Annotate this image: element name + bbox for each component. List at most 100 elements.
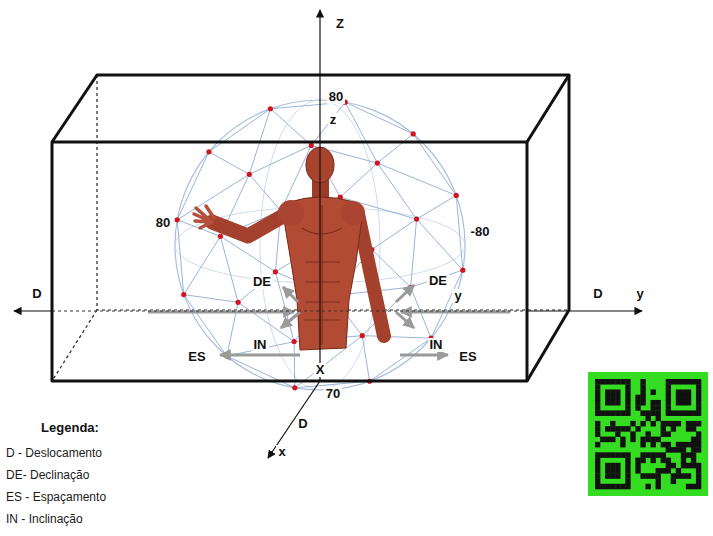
qr-module (681, 447, 686, 453)
qr-module (595, 442, 600, 448)
qr-module (625, 458, 630, 464)
qr-module (640, 473, 645, 479)
box-hidden-edge (52, 310, 97, 381)
qr-module (595, 405, 600, 411)
qr-module (666, 421, 671, 427)
qr-module (656, 437, 661, 443)
movement-arrow (281, 312, 300, 328)
legend-entry: D - Deslocamento (4, 446, 104, 460)
qr-module (681, 473, 686, 479)
y-axis (14, 310, 52, 311)
qr-module (605, 389, 610, 395)
qr-module (640, 421, 645, 427)
qr-module (696, 437, 701, 443)
mesh-marker (375, 160, 380, 165)
dimension-value: -80 (469, 225, 492, 240)
qr-module (676, 468, 681, 474)
legend-entry: ES - Espaçamento (4, 490, 108, 504)
qr-module (666, 442, 671, 448)
qr-module (615, 389, 620, 395)
qr-module (661, 458, 666, 464)
qr-module (605, 400, 610, 406)
qr-module (666, 400, 671, 406)
qr-module (610, 400, 615, 406)
qr-module (691, 484, 696, 490)
axis-name: y (634, 287, 645, 302)
qr-module (696, 473, 701, 479)
qr-module (600, 437, 605, 443)
z-axis (319, 10, 320, 381)
qr-module (661, 421, 666, 427)
axis-name: z (328, 113, 339, 128)
movement-arrow (220, 354, 300, 357)
mesh-marker (273, 269, 278, 274)
qr-background (588, 372, 708, 496)
qr-module (651, 405, 656, 411)
qr-module (656, 468, 661, 474)
qr-module (595, 473, 600, 479)
qr-module (651, 458, 656, 464)
qr-module (595, 463, 600, 469)
figure-shoulder (278, 200, 304, 226)
qr-module (666, 379, 671, 385)
qr-module (666, 458, 671, 464)
qr-module (686, 400, 691, 406)
qr-module (691, 410, 696, 416)
qr-module (651, 410, 656, 416)
qr-module (696, 405, 701, 411)
y-axis (527, 310, 642, 311)
qr-module (605, 410, 610, 416)
axis-name: x (276, 445, 287, 460)
qr-module (625, 389, 630, 395)
mesh-marker (454, 193, 459, 198)
qr-module (671, 421, 676, 427)
qr-module (691, 421, 696, 427)
movement-arrow (400, 354, 448, 357)
qr-module (595, 479, 600, 485)
qr-module (696, 389, 701, 395)
qr-module (691, 463, 696, 469)
qr-module (676, 421, 681, 427)
qr-module (595, 468, 600, 474)
qr-module (620, 437, 625, 443)
qr-module (640, 452, 645, 458)
qr-module (656, 484, 661, 490)
qr-module (600, 410, 605, 416)
movement-abbreviation: D (591, 287, 604, 302)
qr-module (610, 410, 615, 416)
axis-name: Z (334, 17, 346, 32)
qr-module (696, 410, 701, 416)
qr-module (635, 468, 640, 474)
qr-module (635, 426, 640, 432)
qr-module (620, 410, 625, 416)
qr-module (640, 400, 645, 406)
qr-module (610, 468, 615, 474)
qr-module (615, 395, 620, 401)
qr-module (666, 395, 671, 401)
movement-abbreviation: DE (251, 275, 273, 290)
qr-module (615, 426, 620, 432)
qr-module (610, 426, 615, 432)
qr-module (615, 484, 620, 490)
qr-module (610, 463, 615, 469)
movement-abbreviation: D (296, 417, 309, 432)
qr-module (595, 389, 600, 395)
qr-module (595, 484, 600, 490)
qr-module (686, 452, 691, 458)
qr-module (605, 426, 610, 432)
movement-abbreviation: IN (252, 338, 269, 353)
qr-module (696, 463, 701, 469)
mesh-marker (268, 106, 273, 111)
qr-module (676, 395, 681, 401)
qr-module (625, 405, 630, 411)
qr-module (666, 384, 671, 390)
movement-arrow (396, 312, 414, 328)
qr-module (625, 410, 630, 416)
qr-module (686, 421, 691, 427)
qr-module (615, 379, 620, 385)
qr-module (620, 379, 625, 385)
qr-module (671, 473, 676, 479)
movement-arrows (148, 285, 510, 355)
dimension-value: 80 (154, 216, 172, 231)
